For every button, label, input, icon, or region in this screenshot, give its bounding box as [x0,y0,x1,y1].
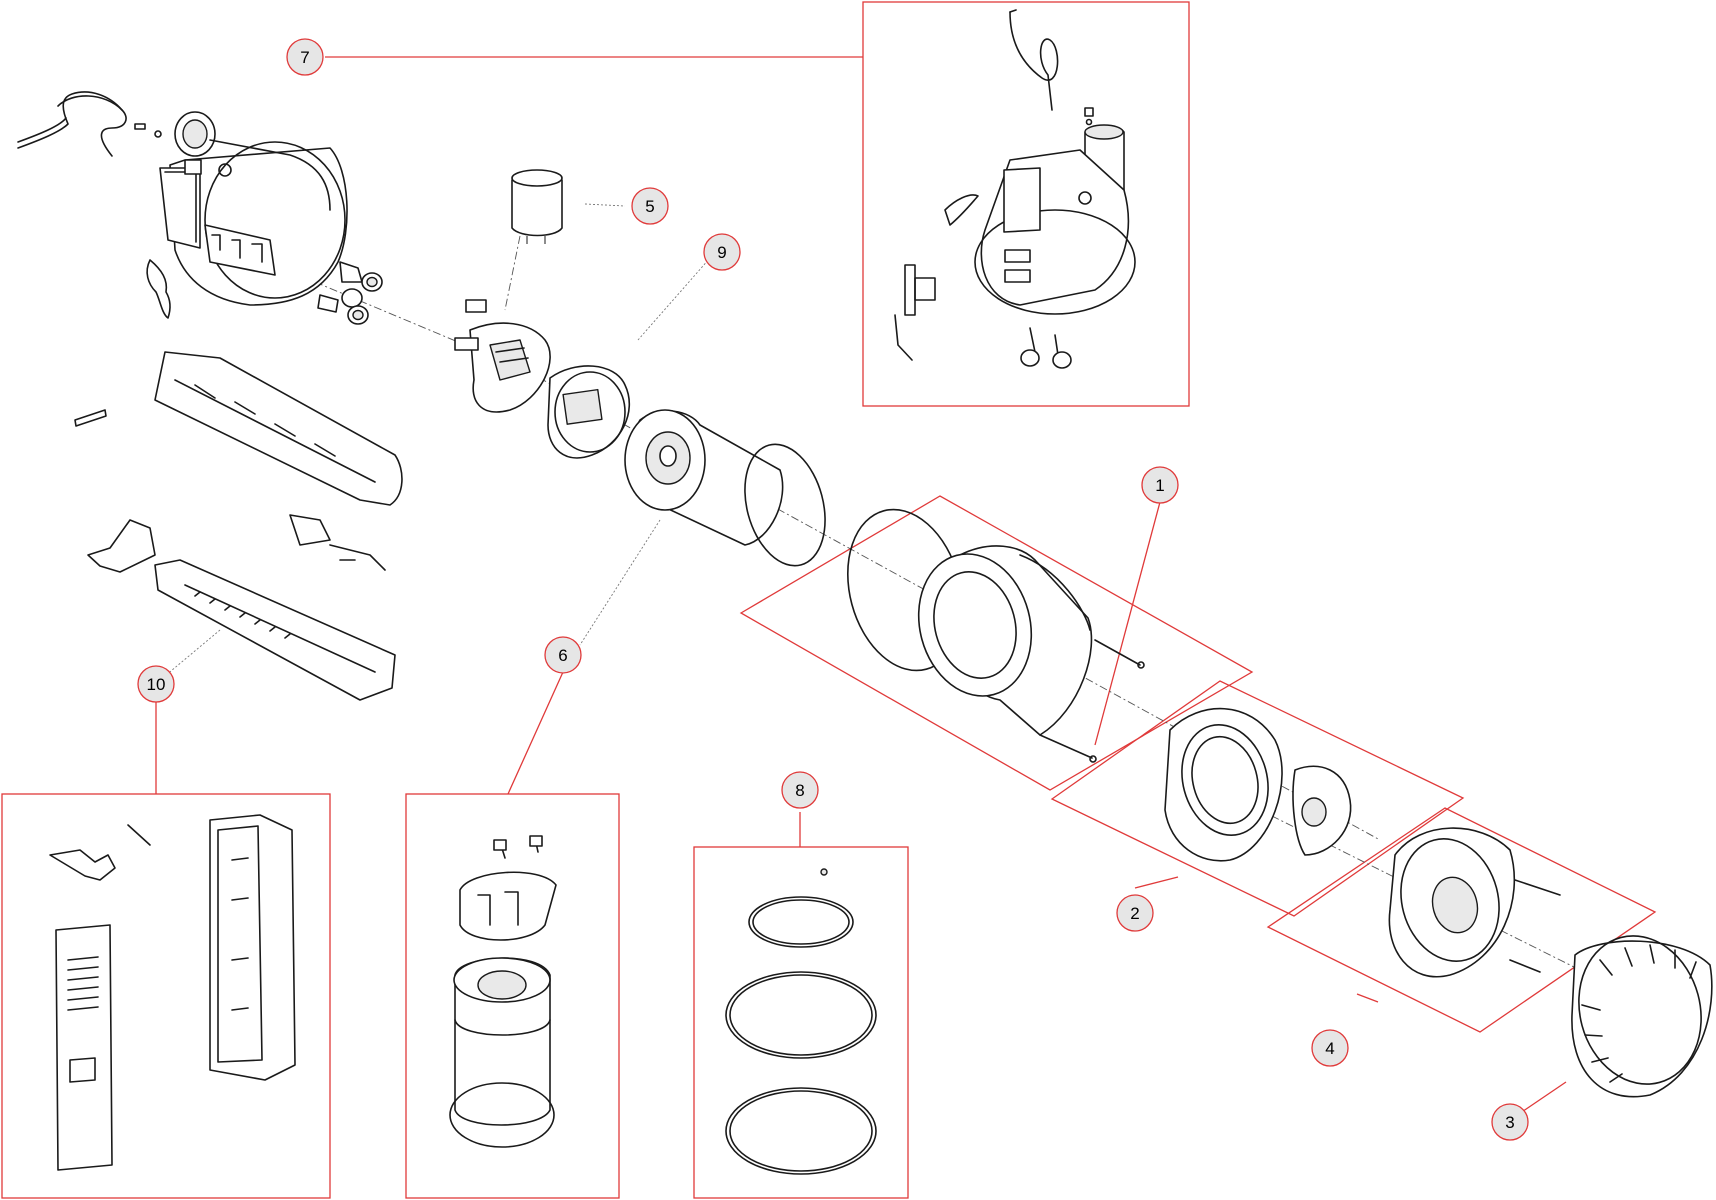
group-box-8 [693,846,909,1199]
callout-1: 1 [1141,466,1179,504]
svg-text:4: 4 [1325,1039,1334,1058]
callout-2: 2 [1116,894,1154,932]
detail-6-motor [449,835,557,1148]
callout-3: 3 [1491,1103,1529,1141]
svg-text:2: 2 [1130,904,1139,923]
callout-8: 8 [781,771,819,809]
svg-text:5: 5 [645,197,654,216]
pump-head-assembly [17,91,383,325]
detail-10-terminal-box [49,814,296,1171]
callout-9: 9 [703,233,741,271]
svg-text:9: 9 [717,243,726,262]
bottom-plate [1388,827,1561,978]
callout-4: 4 [1311,1029,1349,1067]
o-ring-small [748,896,854,948]
terminal-plate [454,299,551,413]
detail-8-o-rings [725,868,877,1175]
pump-housing [1164,707,1352,862]
o-ring-medium [725,971,877,1059]
group-box-10 [1,793,331,1199]
stator-housing [846,508,1145,763]
group-box-4 [1266,807,1657,1033]
svg-text:7: 7 [300,48,309,67]
group-box-2 [1050,680,1465,917]
group-box-7 [862,1,1190,407]
detail-7-pump-head [894,9,1136,369]
o-ring-large [725,1087,877,1175]
callout-leaders [155,56,1567,1121]
svg-text:6: 6 [558,646,567,665]
svg-text:10: 10 [147,675,166,694]
group-box-1 [739,495,1254,791]
callout-10: 10 [137,665,175,703]
callout-7: 7 [286,38,324,76]
svg-text:8: 8 [795,781,804,800]
intake-strainer [1571,935,1713,1098]
cover-disc [547,365,631,459]
terminal-box-housing [74,351,403,701]
group-box-6 [405,793,620,1199]
callout-5: 5 [631,187,669,225]
motor-canister [624,409,826,567]
capacitor [511,169,563,244]
svg-text:1: 1 [1155,476,1164,495]
svg-text:3: 3 [1505,1113,1514,1132]
callout-6: 6 [544,636,582,674]
